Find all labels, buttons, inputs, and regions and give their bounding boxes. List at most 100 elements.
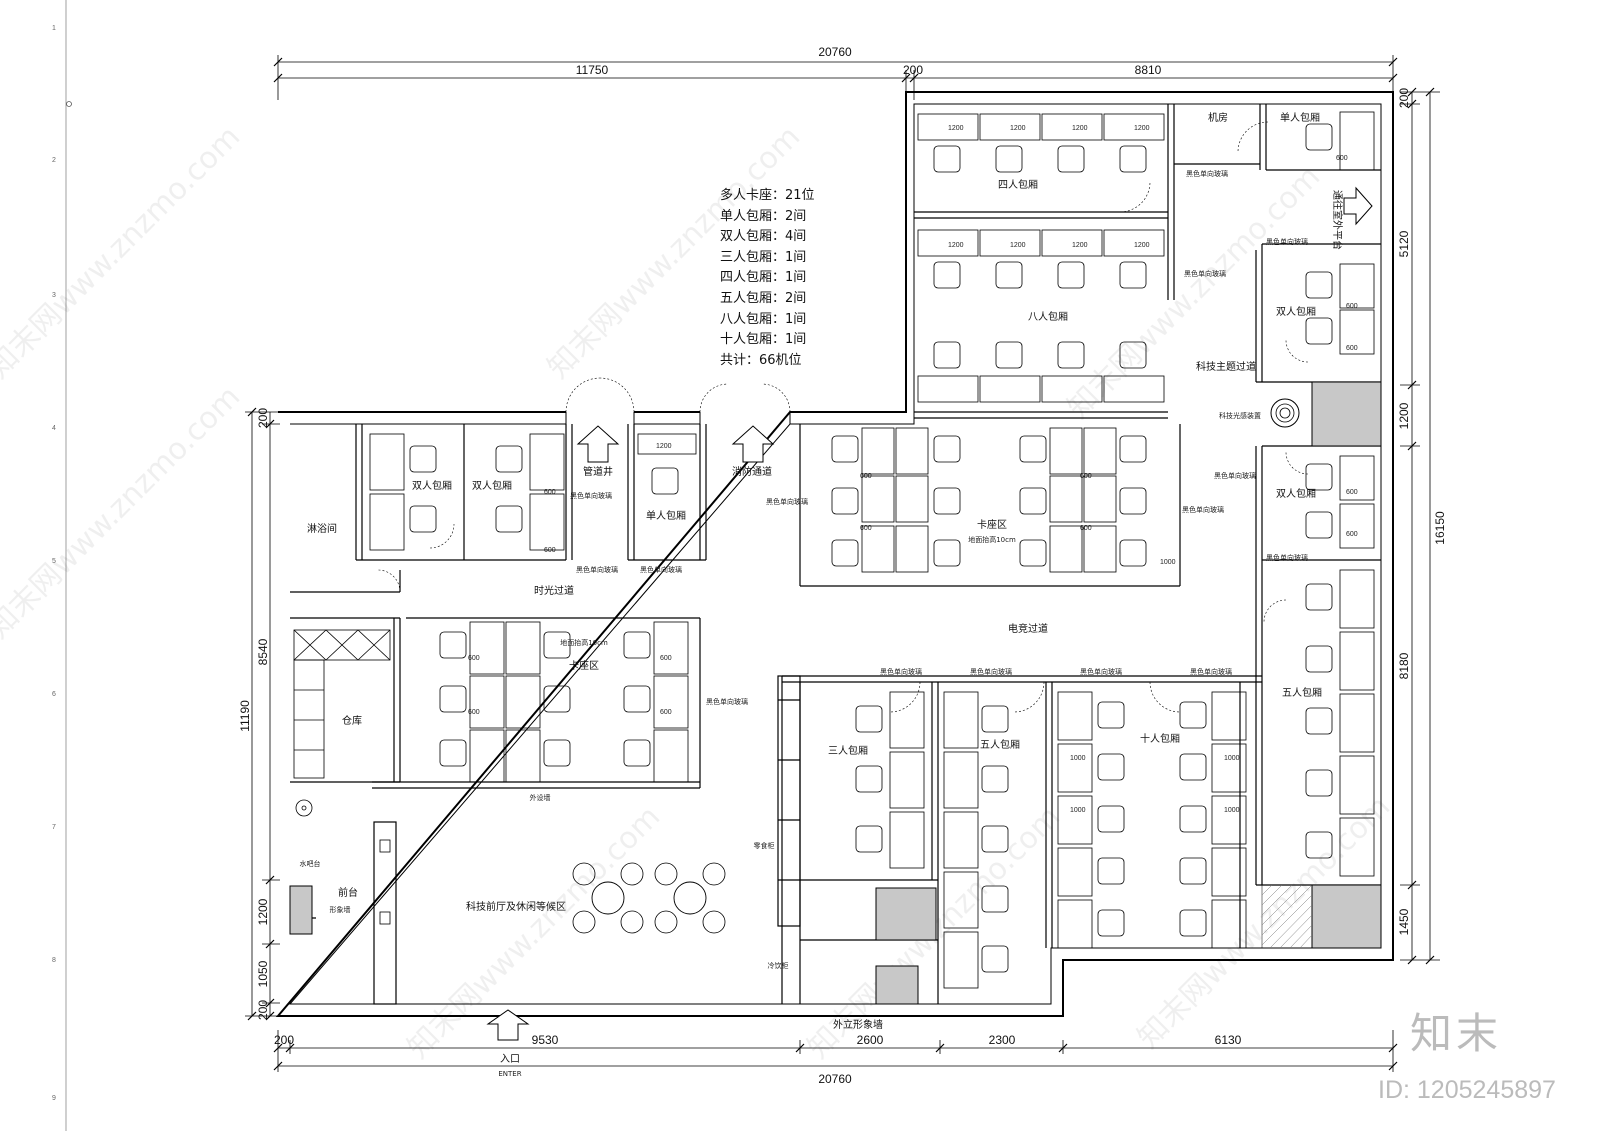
glass-label: 黑色单向玻璃 (1266, 237, 1308, 246)
summary-line: 双人包厢：4间 (720, 229, 807, 245)
chair-icon (1179, 909, 1207, 937)
booth-left-note: 地面抬高10cm (560, 638, 608, 647)
desk (1339, 503, 1375, 549)
desk (529, 493, 565, 551)
dimension-right (1400, 87, 1440, 965)
desk (1041, 113, 1103, 141)
desk (1049, 427, 1083, 475)
chair-icon (1019, 539, 1047, 567)
chair-icon (1179, 857, 1207, 885)
interior-walls (290, 104, 1381, 1005)
chair-icon (831, 539, 859, 567)
desk-label: 600 (660, 655, 672, 662)
chair-icon (1119, 487, 1147, 515)
ruler-mark: 6 (52, 691, 56, 698)
chair-icon (1305, 707, 1333, 735)
watermark: 知末网www.znzmo.com (0, 379, 247, 645)
desk-label: 1200 (1010, 242, 1026, 249)
desk (1049, 475, 1083, 523)
booth-left-label: 卡座区 (569, 659, 599, 672)
desk-label: 1000 (1160, 559, 1176, 566)
desk (943, 691, 979, 749)
desk (861, 525, 895, 573)
dim-top-mid: 200 (903, 63, 923, 77)
desk-label: 600 (1336, 155, 1348, 162)
desk (637, 433, 697, 455)
desk-label: 600 (1346, 489, 1358, 496)
desk (895, 427, 929, 475)
dim-left-c: 1200 (256, 898, 270, 925)
brand-logo: 知末 (1410, 1009, 1503, 1058)
desk (1339, 111, 1375, 171)
desk (653, 729, 689, 783)
desk (529, 433, 565, 491)
glass-label: 黑色单向玻璃 (1186, 169, 1228, 178)
desk (1339, 309, 1375, 355)
chair-icon (831, 487, 859, 515)
summary-line: 八人包厢：1间 (720, 311, 807, 327)
desk (917, 113, 979, 141)
room-double-l1-label: 双人包厢 (412, 479, 452, 492)
desk-label: 1200 (948, 242, 964, 249)
ruler-mark: 4 (52, 425, 56, 432)
room-four-label: 四人包厢 (998, 178, 1038, 191)
outdoor-platform-label: 通往室外平台 (1331, 190, 1344, 250)
glass-label: 黑色单向玻璃 (1184, 269, 1226, 278)
desk (369, 493, 405, 551)
esports-corridor-label: 电竞过道 (1008, 622, 1048, 635)
desk (1041, 229, 1103, 257)
glass-label: 黑色单向玻璃 (880, 667, 922, 676)
ruler-mark: 2 (52, 157, 56, 164)
desk (1057, 795, 1093, 845)
room-three-label: 三人包厢 (828, 744, 868, 757)
chair-icon (933, 435, 961, 463)
chair-icon (981, 825, 1009, 853)
entrance-en-label: ENTER (498, 1070, 521, 1078)
chair-icon (1119, 539, 1147, 567)
booth-top-label: 卡座区 (977, 518, 1007, 531)
glass-label: 黑色单向玻璃 (706, 697, 748, 706)
room-ten-label: 十人包厢 (1140, 732, 1180, 745)
desk-label: 600 (544, 547, 556, 554)
summary-line: 共计：66机位 (720, 352, 802, 368)
dim-top-total: 20760 (818, 45, 852, 59)
desk-label: 600 (468, 655, 480, 662)
summary-line: 三人包厢：1间 (720, 249, 807, 265)
ruler-mark: 5 (52, 558, 56, 565)
shower-label: 淋浴间 (307, 522, 337, 535)
desk (943, 811, 979, 869)
fire-passage-label: 消防通道 (732, 465, 772, 478)
warehouse-shelving (293, 629, 391, 779)
capacity-summary: 多人卡座：21位 单人包厢：2间 双人包厢：4间 三人包厢：1间 四人包厢：1间… (720, 186, 830, 371)
lobby-tables (572, 862, 726, 934)
facade-hatch (1261, 884, 1313, 949)
chair-icon (1019, 435, 1047, 463)
page-ruler: 1 2 3 4 5 6 7 8 9 (52, 0, 72, 1131)
desk-label: 600 (860, 525, 872, 532)
furniture-layer (369, 111, 1375, 989)
chair-icon (1057, 145, 1085, 173)
glass-label: 黑色单向玻璃 (970, 667, 1012, 676)
desk (889, 691, 925, 749)
desk (1083, 427, 1117, 475)
chair-icon (995, 261, 1023, 289)
warehouse-label: 仓库 (342, 714, 362, 727)
dim-bottom-total: 20760 (818, 1072, 852, 1086)
dim-left-a: 200 (256, 408, 270, 428)
snack-cabinet-label: 零食柜 (754, 841, 775, 850)
dim-left-d: 1050 (256, 960, 270, 987)
ruler-mark: 3 (52, 292, 56, 299)
desk (1103, 375, 1165, 403)
dim-bottom-b: 9530 (532, 1033, 559, 1047)
chair-icon (1097, 909, 1125, 937)
dim-bottom-a: 200 (274, 1033, 294, 1047)
glass-label: 黑色单向玻璃 (766, 497, 808, 506)
dim-bottom-e: 6130 (1215, 1033, 1242, 1047)
chair-icon (543, 685, 571, 713)
desk-label: 1000 (1224, 807, 1240, 814)
desk-label: 600 (1346, 303, 1358, 310)
summary-line: 单人包厢：2间 (720, 208, 807, 224)
desk (861, 475, 895, 523)
ruler-mark: 9 (52, 1095, 56, 1102)
